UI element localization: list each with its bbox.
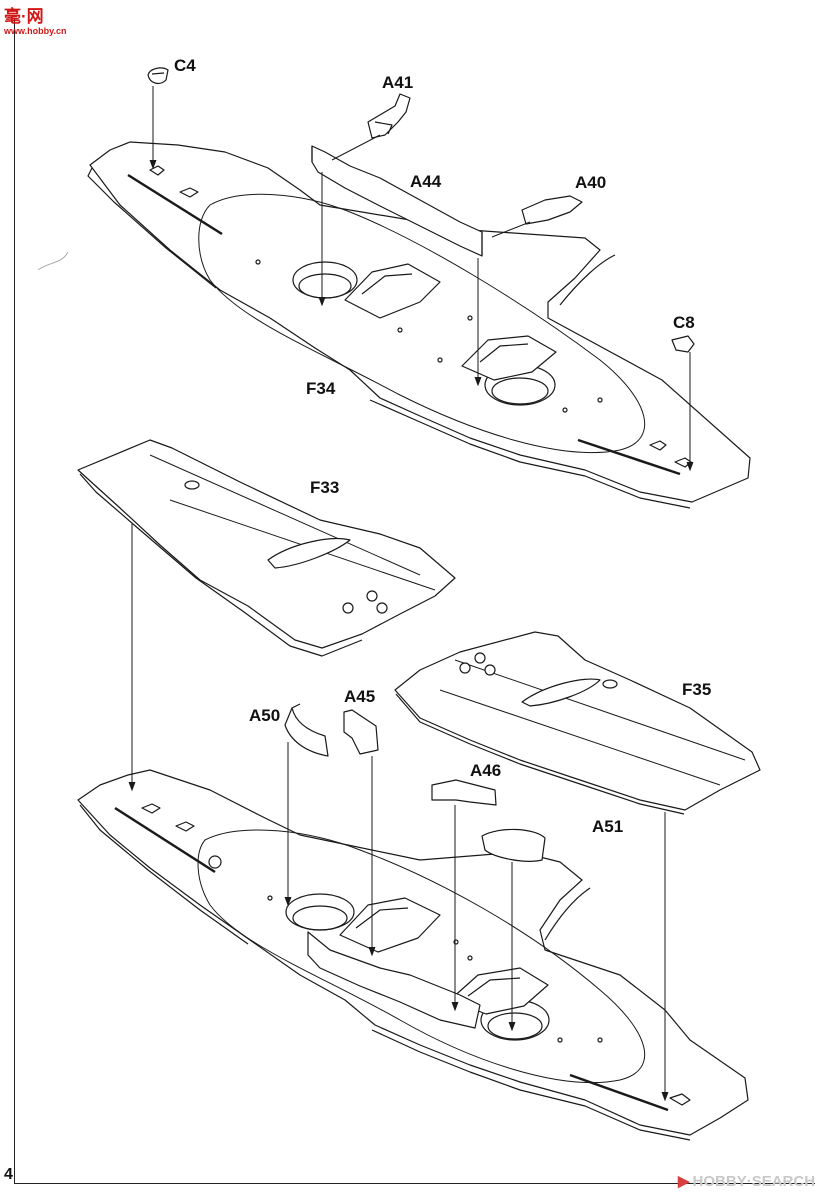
upper-wing-f33	[77, 439, 456, 657]
part-c8	[671, 335, 695, 353]
part-a41	[367, 93, 411, 139]
watermark-bottom-text: HOBBY·SEARCH	[692, 1173, 816, 1190]
assembly-guide-lines	[128, 86, 694, 1102]
part-a45	[343, 709, 379, 755]
part-a44	[311, 145, 483, 257]
page-number: 4	[4, 1166, 13, 1183]
part-c4	[147, 67, 169, 85]
watermark-bottom: ▶HOBBY·SEARCH	[678, 1172, 815, 1190]
upper-wing-f35	[394, 631, 761, 815]
part-a50	[284, 703, 329, 757]
label-a46: A46	[470, 761, 502, 780]
label-f34: F34	[306, 379, 336, 398]
label-a40: A40	[575, 173, 607, 192]
label-a50: A50	[249, 706, 281, 725]
play-arrow-icon: ▶	[678, 1173, 690, 1190]
label-f33: F33	[310, 478, 340, 497]
watermark-main: 毫·网	[4, 7, 44, 26]
watermark-logo-top: 毫·网 www.hobby.cn	[4, 8, 67, 36]
label-a45: A45	[344, 687, 376, 706]
label-a44: A44	[410, 172, 442, 191]
part-a51-insert	[481, 828, 546, 862]
label-c8: C8	[673, 313, 695, 332]
label-a41: A41	[382, 73, 414, 92]
label-f35: F35	[682, 680, 712, 699]
scan-mark	[37, 251, 69, 271]
page-frame	[14, 18, 815, 1184]
part-a40	[521, 195, 583, 225]
label-c4: C4	[174, 56, 196, 75]
watermark-url: www.hobby.cn	[4, 26, 67, 36]
lower-wing-f34	[87, 141, 751, 509]
label-a51: A51	[592, 817, 624, 836]
part-a46	[431, 779, 497, 806]
lower-wing-a51	[77, 769, 749, 1141]
